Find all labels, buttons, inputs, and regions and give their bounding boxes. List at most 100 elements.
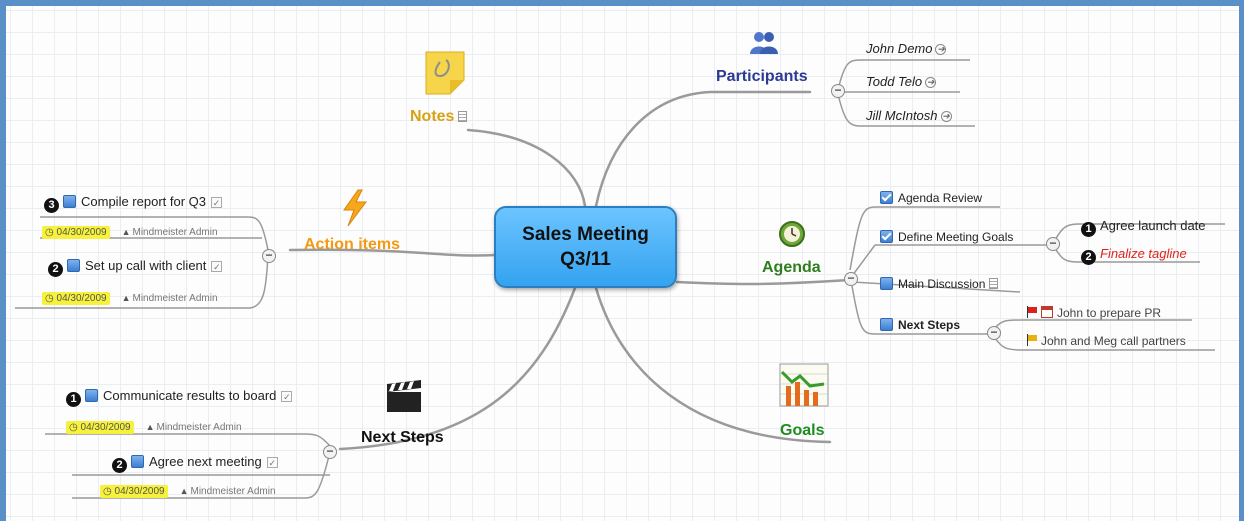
- check-icon[interactable]: ✓: [211, 197, 222, 208]
- agenda-item[interactable]: Define Meeting Goals: [880, 230, 1013, 244]
- participant-item[interactable]: Todd Telo➔: [866, 74, 937, 89]
- agenda-item-label: Agenda Review: [898, 191, 983, 205]
- agenda-item-label: Define Meeting Goals: [898, 230, 1014, 244]
- task-meta: ◷ 04/30/2009 ▲Mindmeister Admin: [42, 222, 218, 240]
- due-date: 04/30/2009: [56, 293, 107, 304]
- goals-collapse-toggle[interactable]: −: [1046, 237, 1060, 251]
- task-item[interactable]: 2 Set up call with client ✓: [48, 258, 223, 277]
- task-label: Compile report for Q3: [81, 194, 206, 209]
- assignee: ▲Mindmeister Admin: [122, 293, 218, 304]
- task-checkbox[interactable]: [85, 389, 98, 402]
- agenda-item[interactable]: Agenda Review: [880, 191, 982, 205]
- central-topic[interactable]: Sales Meeting Q3/11: [494, 206, 677, 288]
- priority-2-icon: 2: [112, 458, 127, 473]
- goal-label: Agree launch date: [1100, 218, 1206, 233]
- user-icon: ▲: [179, 486, 189, 496]
- agenda-item-label: Main Discussion: [898, 277, 986, 291]
- due-date-badge: ◷ 04/30/2009: [42, 292, 110, 305]
- checked-checkbox[interactable]: [880, 230, 893, 243]
- agenda-item[interactable]: Main Discussion: [880, 277, 999, 291]
- priority-1-icon: 1: [66, 392, 81, 407]
- next-steps-collapse-toggle[interactable]: −: [987, 326, 1001, 340]
- participants-node[interactable]: Participants: [716, 68, 808, 86]
- action-items-label: Action items: [304, 236, 401, 253]
- participant-name: Jill McIntosh: [866, 108, 938, 123]
- note-icon: [458, 111, 468, 122]
- task-item[interactable]: 2 Agree next meeting ✓: [112, 454, 278, 473]
- clock-icon: ◷: [45, 293, 57, 304]
- participant-item[interactable]: Jill McIntosh➔: [866, 108, 952, 123]
- task-checkbox[interactable]: [880, 318, 893, 331]
- red-flag-icon: [1026, 306, 1038, 318]
- agenda-item-label: Next Steps: [898, 318, 961, 332]
- link-arrow-icon[interactable]: ➔: [925, 77, 937, 88]
- chart-icon: [779, 363, 829, 407]
- task-label: Set up call with client: [85, 258, 207, 273]
- assignee: ▲Mindmeister Admin: [180, 486, 276, 497]
- priority-1-icon: 1: [1081, 222, 1096, 237]
- sticky-note-icon: [425, 51, 465, 95]
- task-checkbox[interactable]: [63, 195, 76, 208]
- participant-name: Todd Telo: [866, 74, 923, 89]
- participant-name: John Demo: [866, 41, 933, 56]
- task-meta: ◷ 04/30/2009 ▲Mindmeister Admin: [100, 481, 276, 499]
- central-topic-line1: Sales Meeting: [522, 224, 649, 245]
- task-checkbox[interactable]: [131, 455, 144, 468]
- action-items-collapse-toggle[interactable]: −: [262, 249, 276, 263]
- next-step-item[interactable]: John to prepare PR: [1026, 306, 1161, 320]
- action-items-node[interactable]: Action items: [304, 236, 400, 254]
- goal-item[interactable]: 1 Agree launch date: [1081, 218, 1206, 237]
- assignee: ▲Mindmeister Admin: [146, 422, 242, 433]
- priority-2-icon: 2: [48, 262, 63, 277]
- people-icon: [750, 32, 778, 54]
- goals-node[interactable]: Goals: [780, 422, 824, 440]
- due-date: 04/30/2009: [114, 486, 165, 497]
- user-icon: ▲: [121, 293, 131, 303]
- task-label: Agree next meeting: [149, 454, 262, 469]
- task-checkbox[interactable]: [880, 277, 893, 290]
- clock-icon: ◷: [45, 227, 57, 238]
- link-arrow-icon[interactable]: ➔: [935, 44, 947, 55]
- clapperboard-icon: [387, 380, 421, 412]
- user-icon: ▲: [121, 227, 131, 237]
- goal-label: Finalize tagline: [1100, 246, 1187, 261]
- task-meta: ◷ 04/30/2009 ▲Mindmeister Admin: [66, 417, 242, 435]
- next-steps-left-collapse-toggle[interactable]: −: [323, 445, 337, 459]
- due-date-badge: ◷ 04/30/2009: [66, 421, 134, 434]
- next-step-item[interactable]: John and Meg call partners: [1026, 334, 1186, 348]
- goals-label: Goals: [780, 422, 825, 439]
- participant-item[interactable]: John Demo➔: [866, 41, 947, 56]
- notes-node[interactable]: Notes: [410, 108, 468, 126]
- next-steps-label: Next Steps: [361, 429, 444, 446]
- agenda-collapse-toggle[interactable]: −: [844, 272, 858, 286]
- task-item[interactable]: 3 Compile report for Q3 ✓: [44, 194, 222, 213]
- link-arrow-icon[interactable]: ➔: [940, 111, 952, 122]
- lightning-icon: [343, 189, 367, 227]
- task-checkbox[interactable]: [67, 259, 80, 272]
- check-icon[interactable]: ✓: [281, 391, 293, 402]
- priority-3-icon: 3: [44, 198, 59, 213]
- assignee-name: Mindmeister Admin: [132, 227, 218, 238]
- participants-collapse-toggle[interactable]: −: [831, 84, 845, 98]
- checked-checkbox[interactable]: [880, 191, 893, 204]
- check-icon[interactable]: ✓: [211, 261, 223, 272]
- check-icon[interactable]: ✓: [266, 457, 278, 468]
- due-date-badge: ◷ 04/30/2009: [42, 226, 110, 239]
- assignee-name: Mindmeister Admin: [132, 293, 218, 304]
- assignee-name: Mindmeister Admin: [156, 422, 242, 433]
- clock-icon: ◷: [103, 486, 115, 497]
- agenda-item[interactable]: Next Steps: [880, 318, 960, 332]
- next-steps-node[interactable]: Next Steps: [361, 429, 444, 447]
- next-step-label: John and Meg call partners: [1041, 334, 1186, 348]
- calendar-icon: [1041, 306, 1053, 318]
- assignee: ▲Mindmeister Admin: [122, 227, 218, 238]
- yellow-flag-icon: [1026, 334, 1038, 346]
- due-date-badge: ◷ 04/30/2009: [100, 485, 168, 498]
- agenda-label: Agenda: [762, 259, 821, 276]
- agenda-node[interactable]: Agenda: [762, 259, 821, 277]
- assignee-name: Mindmeister Admin: [190, 486, 276, 497]
- central-topic-line2: Q3/11: [560, 249, 611, 270]
- task-label: Communicate results to board: [103, 388, 277, 403]
- task-item[interactable]: 1 Communicate results to board ✓: [66, 388, 293, 407]
